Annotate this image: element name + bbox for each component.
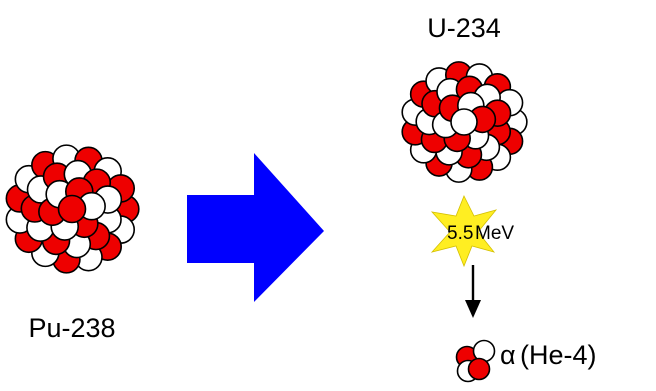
- daughter-nucleus-u234: [401, 61, 528, 183]
- alpha-particle: [455, 339, 496, 383]
- proton: [57, 194, 87, 224]
- proton: [467, 357, 491, 381]
- energy-value: 5.5: [447, 223, 473, 244]
- alpha-name: (He-4): [520, 340, 597, 370]
- daughter-label: U-234: [427, 13, 501, 43]
- transformation-arrow: [187, 153, 324, 302]
- emission-arrow-head: [465, 300, 481, 318]
- alpha-symbol: α: [500, 340, 516, 370]
- neutron: [450, 108, 478, 136]
- parent-label: Pu-238: [28, 313, 115, 343]
- parent-nucleus-pu238: [5, 144, 140, 274]
- energy-unit: MeV: [475, 223, 514, 244]
- energy-burst-icon: [430, 195, 498, 268]
